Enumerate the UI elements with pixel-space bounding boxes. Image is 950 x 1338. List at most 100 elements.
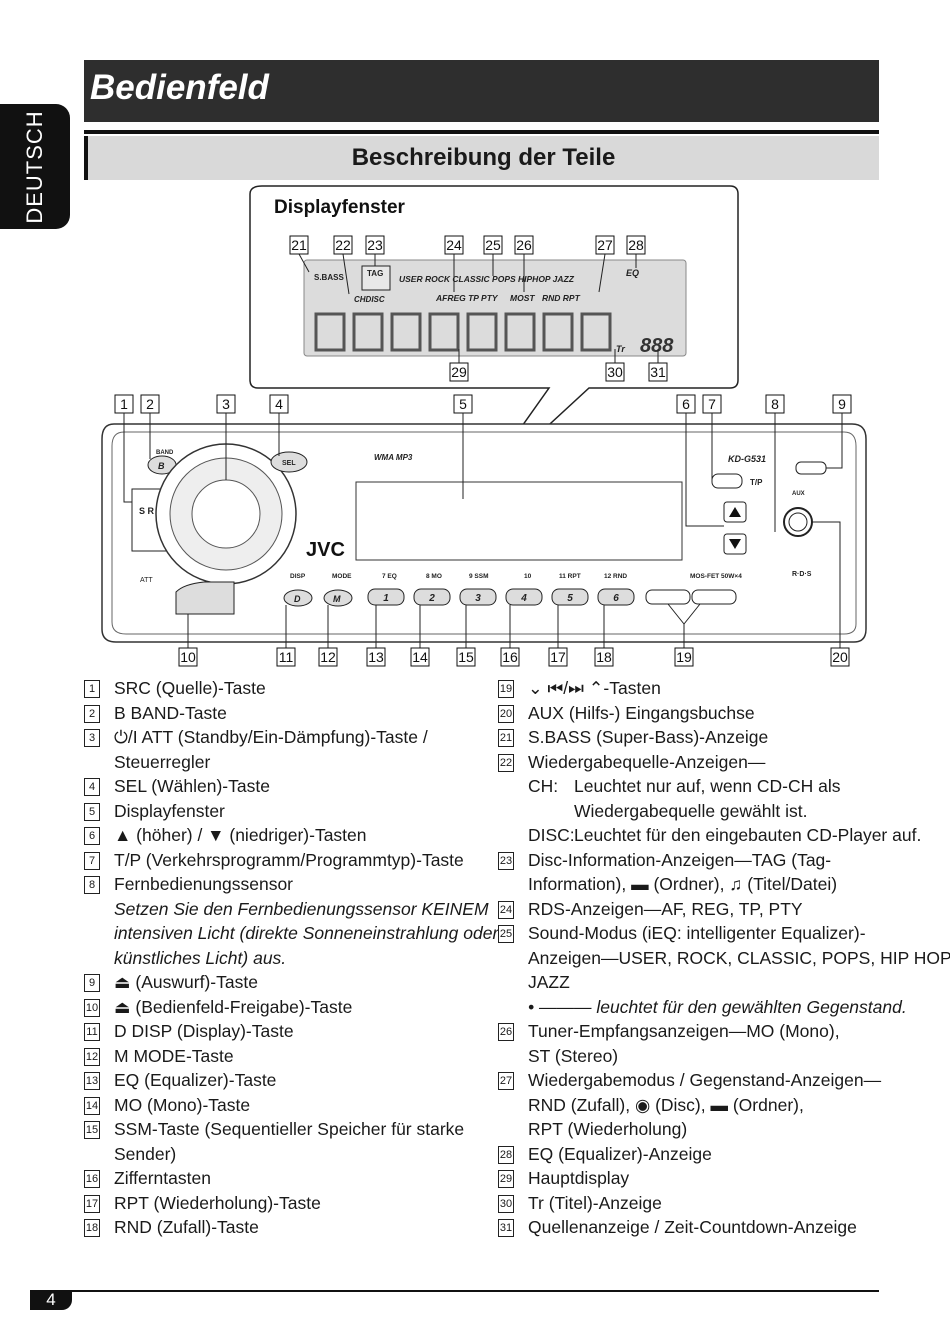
sel-button bbox=[270, 451, 308, 473]
lcd-tag: TAG bbox=[367, 269, 383, 278]
page-number: 4 bbox=[30, 1290, 72, 1310]
item-text: Fernbedienungssensor bbox=[114, 874, 294, 894]
callout-10: 10 bbox=[180, 649, 196, 665]
item-continuation: Steuerregler bbox=[114, 751, 211, 772]
preset-3: 3 bbox=[475, 593, 481, 604]
item-text: SSM-Taste (Sequentieller Speicher für st… bbox=[114, 1119, 465, 1139]
item-text: Zifferntasten bbox=[114, 1168, 211, 1188]
formats-label: WMA MP3 bbox=[374, 453, 413, 462]
list-item: 31 Quellenanzeige / Zeit-Countdown-Anzeig… bbox=[498, 1215, 888, 1240]
callout-16: 16 bbox=[502, 649, 518, 665]
lcd-rnd-rpt: RND RPT bbox=[542, 293, 581, 303]
item-number: 22 bbox=[498, 753, 514, 772]
unit-callouts-top: 1 2 3 4 5 6 7 8 9 bbox=[114, 394, 852, 414]
item-text: Tr (Titel)-Anzeige bbox=[528, 1192, 662, 1213]
callout-23: 23 bbox=[367, 237, 383, 253]
item-number: 10 bbox=[84, 998, 100, 1017]
item-number: 1 bbox=[84, 680, 100, 698]
subentry-text: Leuchtet für den eingebauten CD-Player a… bbox=[574, 825, 922, 845]
item-text: Wiedergabequelle-Anzeigen— bbox=[528, 751, 766, 772]
item-number: 31 bbox=[498, 1219, 514, 1237]
list-item: 6▲ (höher) / ▼ (niedriger)-Tasten bbox=[84, 823, 484, 848]
control-panel-figure: Displayfenster S.BASS TAG CHDISC USER RO… bbox=[101, 185, 867, 667]
subentry-text: Wiedergabequelle gewählt ist. bbox=[574, 800, 808, 821]
item-number: 24 bbox=[498, 900, 514, 919]
item-text: Disc-Information-Anzeigen—TAG (Tag- bbox=[528, 849, 832, 870]
item-bullet: • ——— leuchtet für den gewählten Gegenst… bbox=[528, 996, 907, 1017]
list-item: 3⏻/I ATT (Standby/Ein-Dämpfung)-Taste / bbox=[84, 725, 484, 750]
preset-5: 5 bbox=[567, 593, 573, 604]
item-number: 3 bbox=[84, 729, 100, 747]
item-text: EQ (Equalizer)-Anzeige bbox=[528, 1143, 712, 1164]
callout-24: 24 bbox=[446, 237, 462, 253]
callout-26: 26 bbox=[516, 237, 532, 253]
item-number: 30 bbox=[498, 1194, 514, 1213]
lcd-tr: Tr bbox=[616, 344, 625, 354]
item-number: 8 bbox=[84, 876, 100, 894]
preset-label-9: 9 SSM bbox=[469, 573, 489, 580]
callout-19: 19 bbox=[676, 649, 692, 665]
list-item: 30 Tr (Titel)-Anzeige bbox=[498, 1191, 888, 1216]
item-subentry: DISC:Leuchtet für den eingebauten CD-Pla… bbox=[498, 823, 921, 848]
list-item: 19⌄ ⏮/⏭ ⌃-Tasten bbox=[498, 676, 888, 701]
item-text: S.BASS (Super-Bass)-Anzeige bbox=[528, 727, 769, 747]
control-dial bbox=[191, 479, 261, 549]
item-text: SEL (Wählen)-Taste bbox=[114, 776, 270, 796]
footer-rule bbox=[60, 1290, 879, 1292]
mode-label: MODE bbox=[332, 573, 352, 580]
eject-button bbox=[795, 461, 827, 475]
item-text: Displayfenster bbox=[114, 800, 225, 821]
disp-d: D bbox=[294, 594, 301, 604]
callout-20: 20 bbox=[832, 649, 848, 665]
mode-button bbox=[323, 589, 353, 607]
item-continuation: RND (Zufall), ◉ (Disc), ▬ (Ordner), bbox=[528, 1094, 804, 1115]
callout-25: 25 bbox=[485, 237, 501, 253]
callout-11: 11 bbox=[279, 649, 294, 665]
item-number: 20 bbox=[498, 704, 514, 723]
callout-13: 13 bbox=[368, 649, 384, 665]
item-note: künstliches Licht) aus. bbox=[114, 947, 287, 968]
item-number: 27 bbox=[498, 1072, 514, 1090]
callout-17: 17 bbox=[550, 649, 566, 665]
callout-15: 15 bbox=[458, 649, 474, 665]
subtitle-bar: Beschreibung der Teile bbox=[84, 136, 879, 180]
lcd-rds: AFREG TP PTY bbox=[435, 293, 499, 303]
item-number: 15 bbox=[84, 1121, 100, 1139]
item-number: 9 bbox=[84, 974, 100, 992]
preset-1: 1 bbox=[383, 593, 389, 604]
lcd-most: MOST bbox=[510, 293, 535, 303]
item-number: 13 bbox=[84, 1072, 100, 1090]
item-text: B BAND-Taste bbox=[114, 702, 227, 723]
preset-buttons: 1 2 3 4 5 6 bbox=[367, 588, 635, 606]
subentry-label: CH: bbox=[528, 776, 559, 796]
item-number: 18 bbox=[84, 1219, 100, 1237]
unit-callouts-bottom: 10 11 12 13 14 15 16 17 18 19 20 bbox=[178, 647, 850, 667]
callout-7: 7 bbox=[708, 396, 716, 412]
leader-lines bbox=[123, 253, 843, 648]
callout-12: 12 bbox=[320, 649, 336, 665]
rds-logo: R·D·S bbox=[792, 571, 812, 578]
callout-6: 6 bbox=[682, 396, 690, 412]
item-continuation: Information), ▬ (Ordner), ♫ (Titel/Datei… bbox=[528, 874, 838, 894]
callout-5: 5 bbox=[459, 396, 467, 412]
item-text: Quellenanzeige / Zeit-Countdown-Anzeige bbox=[528, 1217, 857, 1237]
item-text: ⏏ (Bedienfeld-Freigabe)-Taste bbox=[114, 996, 353, 1017]
callout-14: 14 bbox=[412, 649, 428, 665]
callout-2: 2 bbox=[146, 396, 154, 412]
item-text: D DISP (Display)-Taste bbox=[114, 1021, 294, 1041]
item-number: 11 bbox=[84, 1023, 100, 1041]
item-text: MO (Mono)-Taste bbox=[114, 1094, 251, 1115]
lcd-eq: EQ bbox=[626, 268, 639, 278]
band-b: B bbox=[158, 461, 165, 471]
callout-18: 18 bbox=[596, 649, 612, 665]
release-button bbox=[175, 581, 235, 615]
display-callouts-top: 21 22 23 24 25 26 27 28 bbox=[289, 235, 646, 255]
